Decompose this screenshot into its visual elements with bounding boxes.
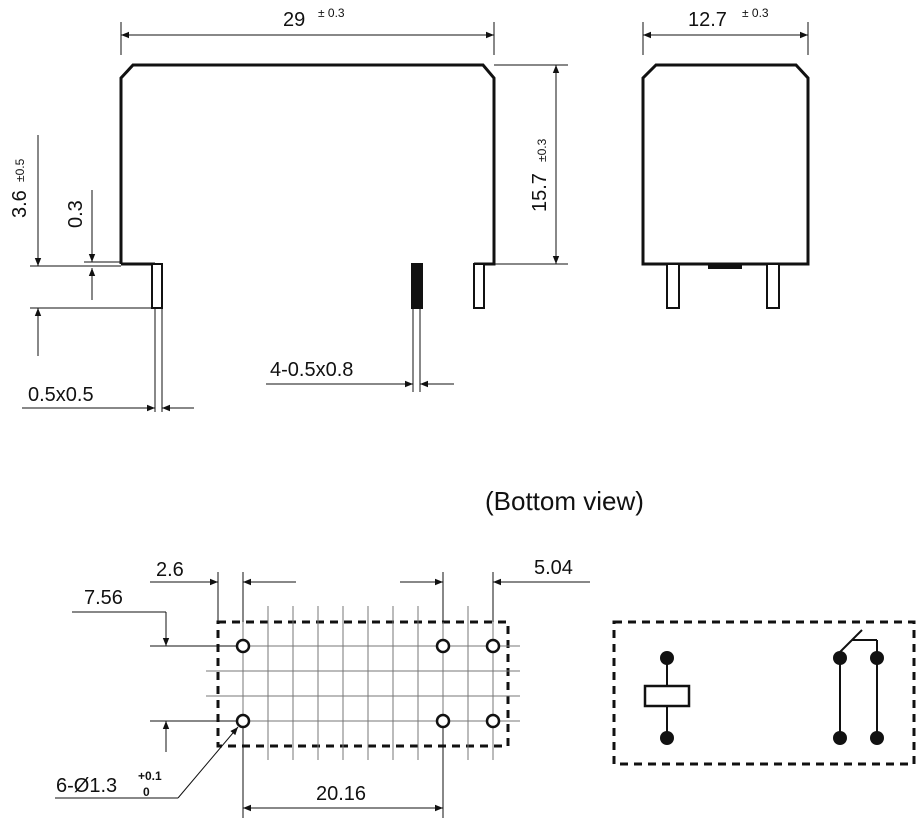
front-view-pins bbox=[151, 263, 485, 309]
contact-terminal bbox=[833, 651, 847, 665]
pin bbox=[411, 263, 423, 309]
pin-hole bbox=[235, 638, 251, 654]
pin-hole bbox=[435, 713, 451, 729]
bottom-view-outline bbox=[216, 620, 510, 748]
length-label: 29 bbox=[283, 9, 305, 31]
height-tolerance: ±0.3 bbox=[535, 138, 549, 162]
contact-symbol bbox=[833, 629, 884, 745]
hole-tolerance-lower: 0 bbox=[143, 785, 150, 799]
standoff-label: 0.3 bbox=[65, 200, 87, 228]
bottom-view-title: (Bottom view) bbox=[485, 486, 644, 516]
pin-length-label: 3.6 bbox=[9, 190, 31, 218]
pin bbox=[473, 263, 485, 309]
height-label: 15.7 bbox=[529, 173, 551, 212]
length-tolerance: ± 0.3 bbox=[318, 6, 345, 20]
hole-label: 6-Ø1.3 bbox=[56, 775, 117, 797]
pin-hole bbox=[485, 638, 501, 654]
contact-terminal bbox=[833, 731, 847, 745]
front-view: 29 ± 0.3 15.7 ±0.3 3.6 ±0.5 0.3 0.5x0.5 … bbox=[9, 6, 568, 412]
right-spacing-label: 5.04 bbox=[534, 557, 573, 579]
wiring-schematic bbox=[612, 620, 916, 766]
side-view: 12.7 ± 0.3 bbox=[641, 6, 810, 309]
left-spacing-label: 2.6 bbox=[156, 559, 184, 581]
coil-terminal bbox=[660, 731, 674, 745]
side-view-body bbox=[641, 63, 810, 266]
row-spacing-label: 7.56 bbox=[84, 587, 123, 609]
contact-terminal bbox=[870, 651, 884, 665]
width-tolerance: ± 0.3 bbox=[742, 6, 769, 20]
hole-tolerance-upper: +0.1 bbox=[138, 769, 162, 783]
width-label: 12.7 bbox=[688, 9, 727, 31]
pin bbox=[666, 263, 680, 309]
side-view-notch bbox=[708, 264, 742, 269]
front-view-body bbox=[119, 63, 496, 266]
bottom-view: 2.6 5.04 7.56 20.16 6-Ø1.3 +0.1 0 bbox=[55, 557, 590, 818]
coil-terminal bbox=[660, 651, 674, 665]
switch-arm-icon bbox=[839, 629, 863, 653]
span-label: 20.16 bbox=[316, 783, 366, 805]
corner-pin-size-label: 0.5x0.5 bbox=[28, 384, 94, 406]
pin-hole bbox=[235, 713, 251, 729]
coil-symbol bbox=[643, 651, 691, 745]
schematic-outline bbox=[612, 620, 916, 766]
coil-icon bbox=[643, 684, 691, 708]
pin bbox=[151, 263, 163, 309]
pin-hole bbox=[485, 713, 501, 729]
contact-terminal bbox=[870, 731, 884, 745]
grid-lines bbox=[206, 606, 520, 760]
pin-size-label: 4-0.5x0.8 bbox=[270, 359, 353, 381]
pin bbox=[766, 263, 780, 309]
pin-hole bbox=[435, 638, 451, 654]
pin-length-tolerance: ±0.5 bbox=[13, 158, 27, 182]
